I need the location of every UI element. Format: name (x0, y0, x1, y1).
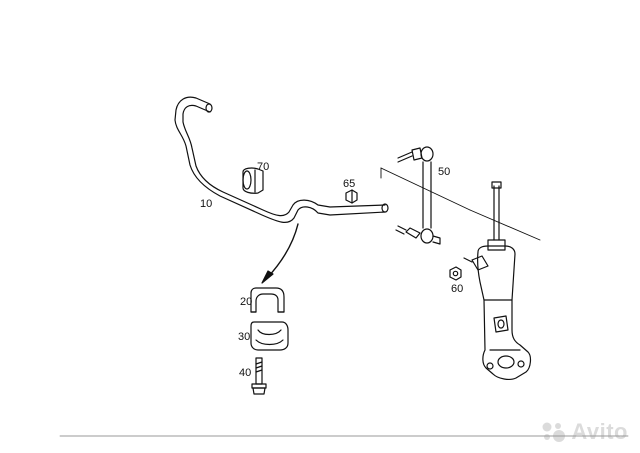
watermark-text: Avito (571, 419, 628, 444)
bushing-70-drawing (242, 167, 264, 194)
label-10: 10 (200, 198, 213, 210)
assembly-arrow (261, 223, 299, 284)
label-40: 40 (239, 367, 252, 379)
label-60: 60 (451, 283, 464, 295)
nut-65-drawing (345, 189, 358, 204)
label-65: 65 (343, 178, 356, 190)
strut-drawing (463, 181, 532, 380)
label-20: 20 (240, 296, 253, 308)
nut-60-drawing (449, 266, 462, 281)
guide-lines (380, 167, 541, 241)
avito-watermark: Avito (541, 419, 628, 445)
bolt-drawing (251, 357, 267, 395)
avito-logo-icon (542, 422, 566, 442)
label-30: 30 (238, 331, 251, 343)
label-70: 70 (257, 161, 270, 173)
link-rod-drawing (395, 146, 441, 245)
stabilizer-bar (174, 96, 389, 224)
rubber-bushing-drawing (250, 321, 289, 351)
label-50: 50 (438, 166, 451, 178)
clamp-drawing (250, 287, 285, 313)
